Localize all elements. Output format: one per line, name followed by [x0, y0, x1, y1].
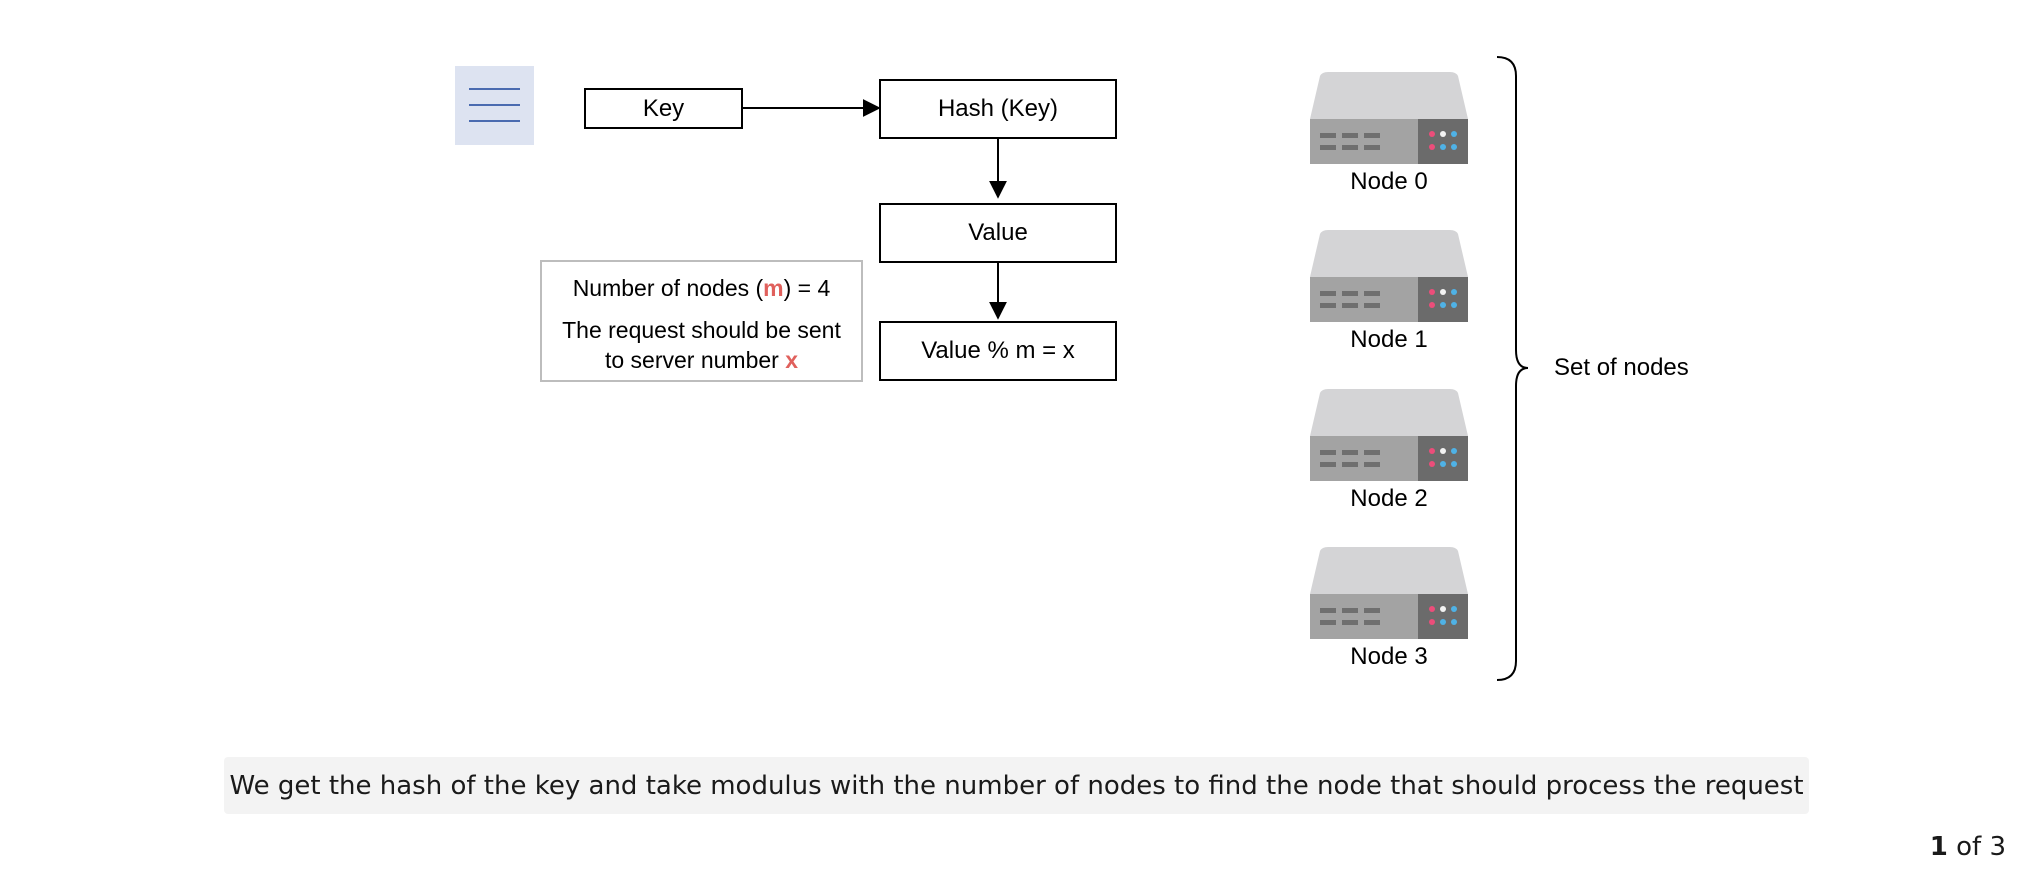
document-lines-icon — [455, 66, 534, 145]
m-variable: m — [763, 275, 784, 301]
slide-pager: 1 of 3 — [1930, 832, 2006, 862]
pager-current: 1 — [1929, 832, 1948, 862]
value-box: Value — [879, 203, 1117, 263]
server-icon — [1310, 387, 1468, 483]
modulo-box: Value % m = x — [879, 321, 1117, 381]
set-of-nodes-label: Set of nodes — [1554, 354, 1689, 381]
pager-total: of 3 — [1956, 832, 2006, 862]
node-label: Node 0 — [1350, 168, 1428, 195]
key-box: Key — [584, 88, 743, 129]
slide-caption: We get the hash of the key and take modu… — [224, 757, 1809, 814]
request-line-1: The request should be sent — [562, 317, 841, 343]
node-count-note: Number of nodes (m) = 4 The request shou… — [540, 260, 863, 382]
server-icon — [1310, 545, 1468, 641]
request-line-2: to server number x — [604, 347, 799, 373]
x-variable: x — [785, 347, 799, 373]
node-label: Node 1 — [1350, 326, 1428, 353]
node-count-line: Number of nodes (m) = 4 — [572, 275, 831, 301]
node-label: Node 2 — [1350, 485, 1428, 512]
node-label: Node 3 — [1350, 643, 1428, 670]
server-icon — [1310, 228, 1468, 324]
server-icon — [1310, 70, 1468, 166]
hash-box: Hash (Key) — [879, 79, 1117, 139]
set-of-nodes-brace — [1496, 56, 1529, 681]
